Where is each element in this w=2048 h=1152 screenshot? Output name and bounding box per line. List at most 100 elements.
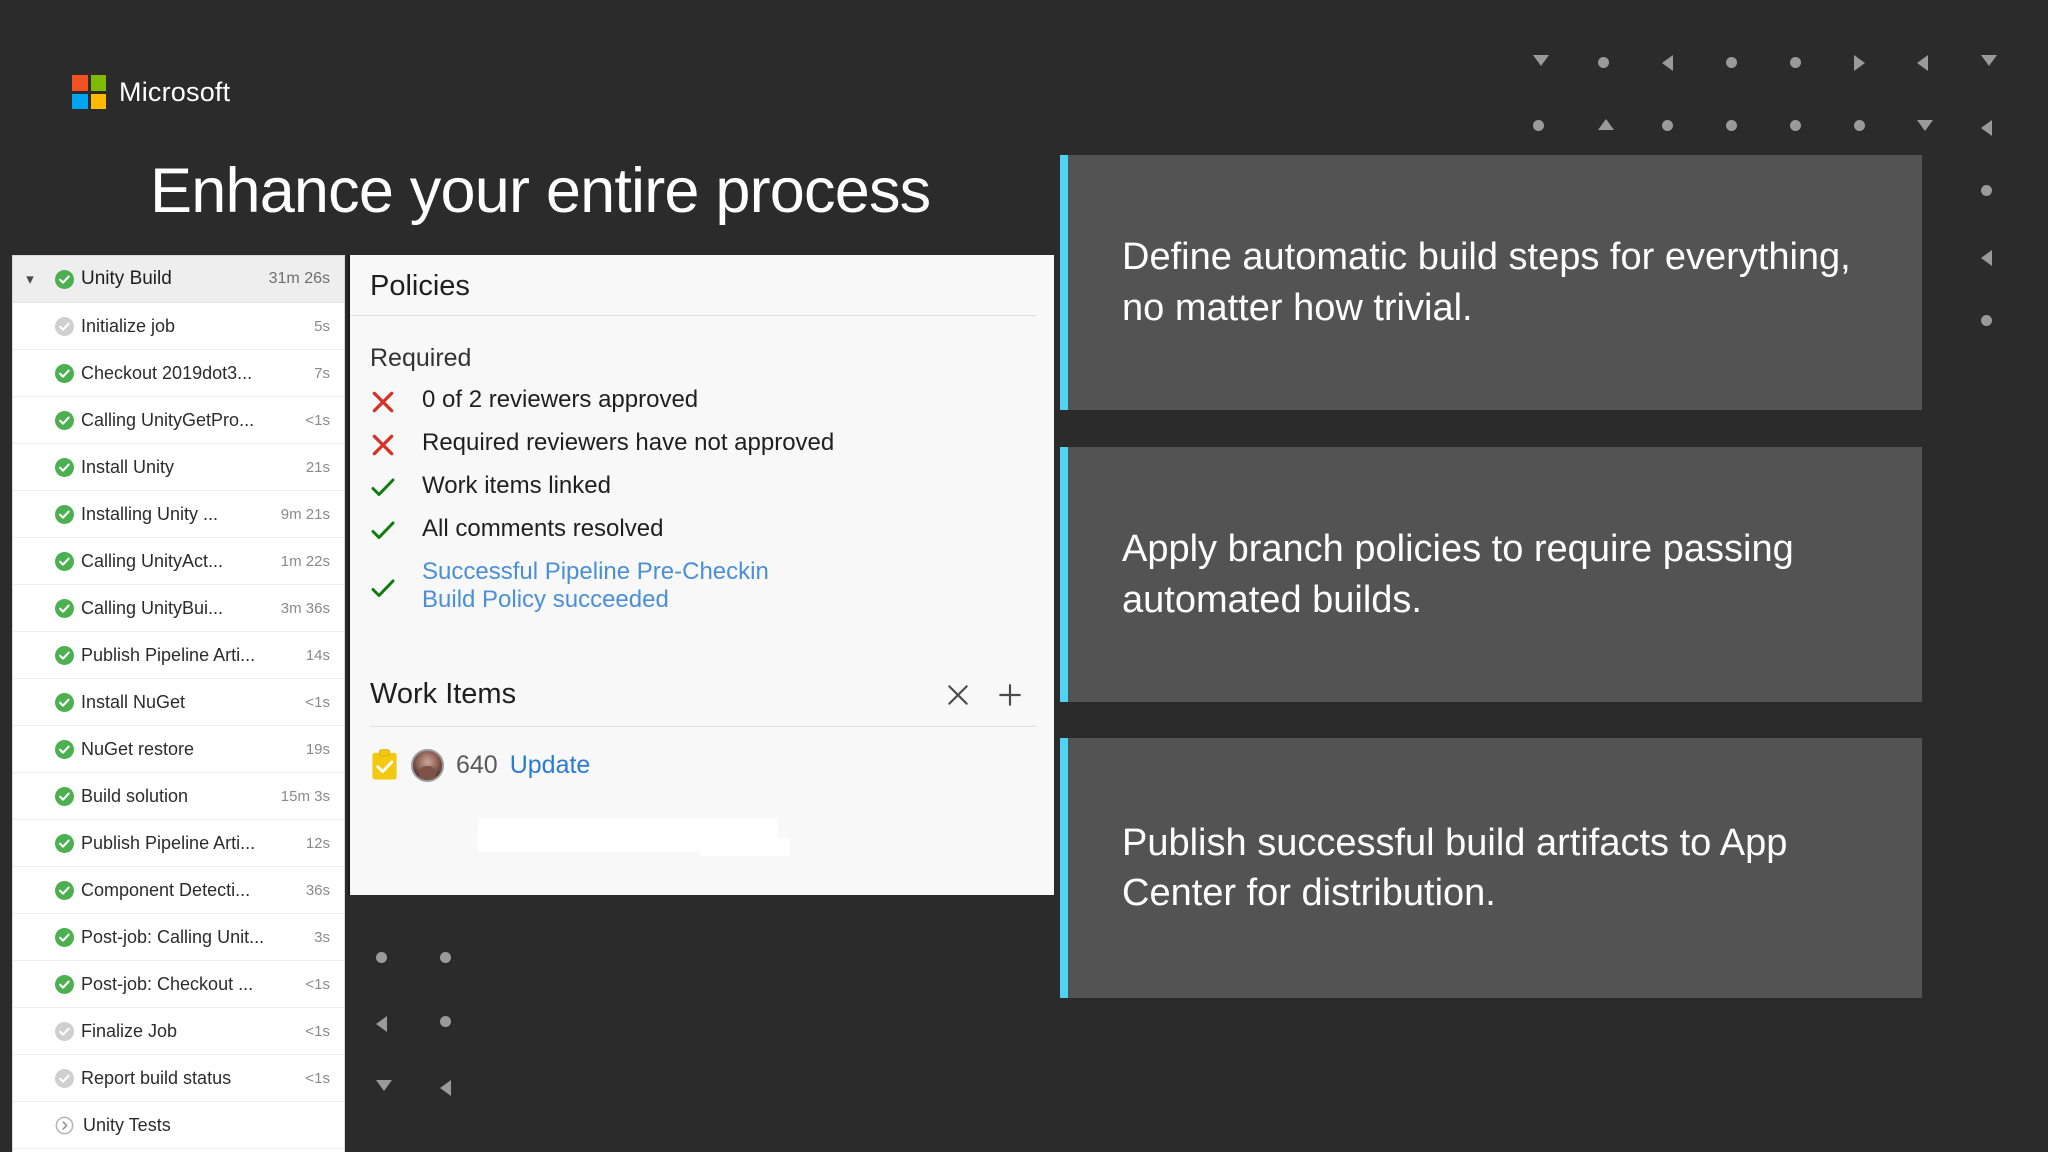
- build-step-name: Component Detecti...: [81, 879, 251, 900]
- build-log-item[interactable]: Checkout 2019dot3... 7s: [13, 350, 344, 397]
- build-log-header-row[interactable]: ▾ Unity Build 31m 26s: [13, 256, 344, 303]
- work-item-row[interactable]: 640 Update: [350, 727, 1054, 782]
- status-success-icon: [47, 363, 81, 383]
- build-step-duration: 3s: [314, 928, 330, 946]
- work-items-header: Work Items: [370, 674, 1036, 727]
- decorative-triangle-icon: [1981, 250, 1992, 266]
- build-log-item[interactable]: Finalize Job<1s: [13, 1008, 344, 1055]
- callout-card-1: Apply branch policies to require passing…: [1060, 447, 1922, 702]
- decorative-triangle-icon: [1662, 55, 1673, 71]
- policy-label: Work items linked: [422, 472, 611, 499]
- decorative-triangle-icon: [1981, 55, 1997, 66]
- build-log-item[interactable]: Calling UnityAct...1m 22s: [13, 538, 344, 585]
- decorative-dot: [376, 952, 387, 963]
- build-log-item[interactable]: Post-job: Checkout ...<1s: [13, 961, 344, 1008]
- decorative-triangle-icon: [376, 1080, 392, 1091]
- build-step-duration: 5s: [314, 317, 330, 335]
- build-step-name: Publish Pipeline Arti...: [81, 832, 256, 853]
- microsoft-logo-squares: [72, 75, 106, 109]
- status-skipped-icon: [47, 1068, 81, 1088]
- build-step-name: Post-job: Calling Unit...: [81, 926, 265, 947]
- status-success-icon: [47, 692, 81, 712]
- status-success-icon: [47, 269, 81, 289]
- build-log-item[interactable]: Install NuGet<1s: [13, 679, 344, 726]
- status-skipped-icon: [47, 1021, 81, 1041]
- build-log-item[interactable]: Post-job: Calling Unit... 3s: [13, 914, 344, 961]
- policy-row: Required reviewers have not approved: [350, 422, 1054, 465]
- build-step-duration: 36s: [305, 881, 330, 899]
- close-icon[interactable]: [932, 674, 984, 716]
- build-step-duration: <1s: [305, 693, 330, 711]
- build-step-duration: 14s: [305, 646, 330, 664]
- decorative-triangle-icon: [1917, 55, 1928, 71]
- decorative-triangle-icon: [1854, 55, 1865, 71]
- build-step-name: Install Unity: [81, 456, 175, 477]
- status-success-icon: [47, 504, 81, 524]
- build-log-item[interactable]: Install Unity 21s: [13, 444, 344, 491]
- policy-row: 0 of 2 reviewers approved: [350, 379, 1054, 422]
- build-log-item[interactable]: Report build status<1s: [13, 1055, 344, 1102]
- decorative-dot: [1790, 120, 1801, 131]
- plus-icon[interactable]: [984, 674, 1036, 716]
- work-item-title-redaction-secondary: [700, 838, 790, 856]
- policy-label: All comments resolved: [422, 515, 664, 542]
- status-success-icon: [47, 739, 81, 759]
- build-step-duration: 19s: [305, 740, 330, 758]
- build-job-name: Unity Build: [81, 268, 172, 289]
- build-log-item[interactable]: Publish Pipeline Arti... 14s: [13, 632, 344, 679]
- chevron-down-icon[interactable]: ▾: [26, 271, 34, 288]
- build-step-name: Calling UnityGetPro...: [81, 409, 255, 430]
- build-log-item[interactable]: Publish Pipeline Arti...12s: [13, 820, 344, 867]
- build-log-item[interactable]: Calling UnityGetPro... <1s: [13, 397, 344, 444]
- build-log-item[interactable]: Calling UnityBui...3m 36s: [13, 585, 344, 632]
- build-step-duration: <1s: [305, 411, 330, 429]
- policies-title: Policies: [350, 255, 1036, 316]
- decorative-triangle-icon: [1533, 55, 1549, 66]
- callout-accent-bar: [1060, 738, 1068, 998]
- status-success-icon: [47, 833, 81, 853]
- status-success-icon: [47, 974, 81, 994]
- build-log-item[interactable]: Installing Unity ...9m 21s: [13, 491, 344, 538]
- decorative-dot: [1726, 57, 1737, 68]
- policy-label: 0 of 2 reviewers approved: [422, 386, 699, 413]
- build-log-item[interactable]: Component Detecti... 36s: [13, 867, 344, 914]
- work-item-title-link[interactable]: Update: [509, 750, 591, 779]
- callout-card-2: Publish successful build artifacts to Ap…: [1060, 738, 1922, 998]
- build-step-duration: 21s: [305, 458, 330, 476]
- build-step-name: Publish Pipeline Arti...: [81, 644, 256, 665]
- callout-text: Apply branch policies to require passing…: [1122, 528, 1794, 621]
- work-items-title: Work Items: [370, 678, 517, 711]
- build-step-name: Checkout 2019dot3...: [81, 362, 253, 383]
- build-step-name: Post-job: Checkout ...: [81, 973, 254, 994]
- decorative-dot: [1981, 315, 1992, 326]
- status-success-icon: [47, 927, 81, 947]
- callout-text: Publish successful build artifacts to Ap…: [1122, 821, 1788, 914]
- status-success-icon: [47, 551, 81, 571]
- decorative-triangle-icon: [440, 1080, 451, 1096]
- status-pending-icon: [47, 1116, 81, 1135]
- build-step-name: Build solution: [81, 785, 189, 806]
- build-step-duration: 3m 36s: [280, 599, 330, 617]
- callout-text: Define automatic build steps for everyth…: [1122, 236, 1851, 329]
- status-success-icon: [47, 645, 81, 665]
- callout-card-0: Define automatic build steps for everyth…: [1060, 155, 1922, 410]
- status-success-icon: [47, 880, 81, 900]
- decorative-dot: [1790, 57, 1801, 68]
- decorative-triangle-icon: [1598, 119, 1614, 130]
- build-log-item-unity-tests[interactable]: Unity Tests: [13, 1102, 344, 1149]
- status-success-icon: [47, 786, 81, 806]
- callout-accent-bar: [1060, 155, 1068, 410]
- decorative-dot: [440, 952, 451, 963]
- status-success-icon: [47, 410, 81, 430]
- policy-row[interactable]: Successful Pipeline Pre-Checkin Build Po…: [350, 551, 1054, 622]
- decorative-triangle-icon: [376, 1016, 387, 1032]
- decorative-dot: [440, 1016, 451, 1027]
- build-step-duration: 7s: [314, 364, 330, 382]
- page-title: Enhance your entire process: [150, 156, 931, 226]
- status-skipped-icon: [47, 316, 81, 336]
- policy-label[interactable]: Successful Pipeline Pre-Checkin Build Po…: [422, 558, 769, 614]
